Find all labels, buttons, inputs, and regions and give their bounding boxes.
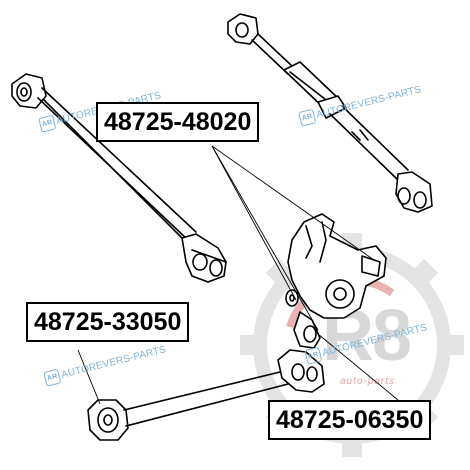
right-lateral-link: [227, 13, 433, 213]
part-number-label-33050: 48725-33050: [26, 302, 190, 342]
leader-lines: [77, 145, 399, 405]
r8-logo-tagline: auto-parts: [340, 376, 396, 387]
part-number-label-48020: 48725-48020: [96, 102, 260, 142]
left-control-arm: [11, 73, 227, 283]
rear-knuckle: [285, 213, 387, 349]
lower-trailing-arm: [87, 349, 325, 441]
part-number-label-06350: 48725-06350: [268, 400, 432, 440]
